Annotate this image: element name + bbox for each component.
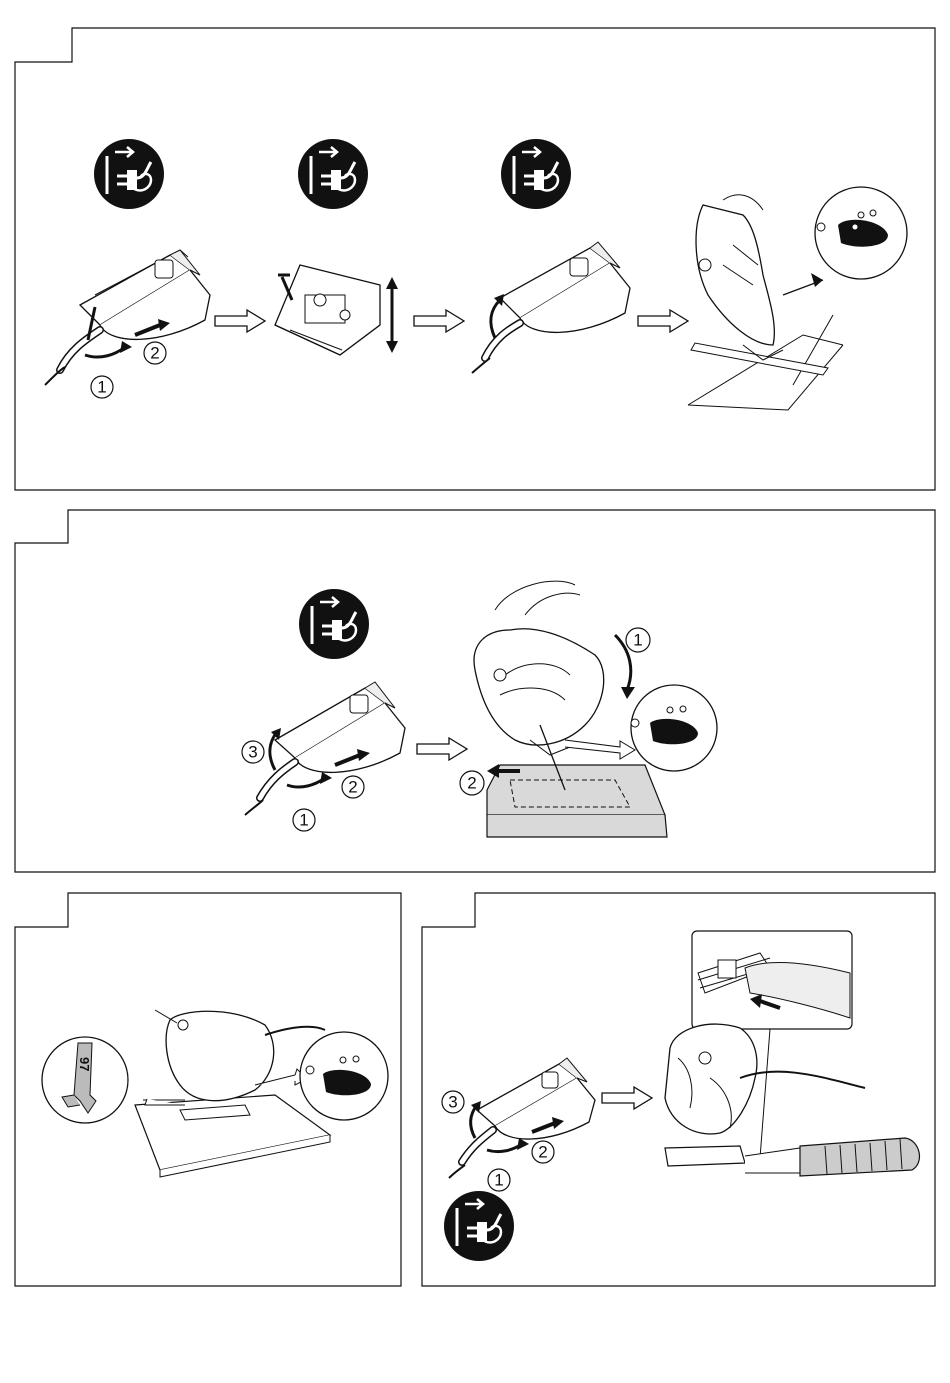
jigsaw-lever-close-illustration xyxy=(470,238,640,383)
blade-detail-circle: 97 xyxy=(40,1035,130,1125)
unplug-icon xyxy=(443,1190,515,1262)
unplug-icon xyxy=(93,138,165,210)
unplug-icon xyxy=(298,588,370,660)
step-1-label: 1 xyxy=(97,378,106,397)
step-1-label: 1 xyxy=(633,631,642,650)
blade-clamp-illustration xyxy=(270,245,415,360)
panel-dust-extraction: 3 2 1 xyxy=(415,880,945,1290)
plunge-cut-illustration: 1 2 xyxy=(455,575,730,840)
arrow-right-icon xyxy=(412,308,467,334)
dust-extraction-illustration xyxy=(650,928,935,1198)
arrow-right-icon xyxy=(600,1085,655,1111)
panel-plunge-cut: 3 2 1 1 2 xyxy=(0,500,950,880)
step-2-label: 2 xyxy=(538,1143,547,1162)
step-2-label: 2 xyxy=(150,344,159,363)
step-2-label: 2 xyxy=(467,774,476,793)
step-3-label: 3 xyxy=(448,1093,457,1112)
jigsaw-lever-steps-illustration: 3 2 1 xyxy=(437,1050,607,1190)
step-3-label: 3 xyxy=(248,743,257,762)
step-1-label: 1 xyxy=(494,1171,503,1190)
panel-blade-selection: 97 xyxy=(0,880,410,1290)
step-2-label: 2 xyxy=(348,778,357,797)
jigsaw-lever-open-illustration: 2 1 xyxy=(40,235,220,410)
arrow-right-icon xyxy=(213,308,268,334)
jigsaw-cutting-illustration xyxy=(683,185,918,425)
blade-number-label: 97 xyxy=(77,1057,92,1071)
zoom-detail-circle xyxy=(298,1030,390,1122)
unplug-icon xyxy=(297,138,369,210)
unplug-icon xyxy=(500,138,572,210)
panel-blade-change: 2 1 xyxy=(0,0,950,500)
jigsaw-lever-steps-illustration: 3 2 1 xyxy=(235,670,415,835)
step-1-label: 1 xyxy=(299,811,308,830)
